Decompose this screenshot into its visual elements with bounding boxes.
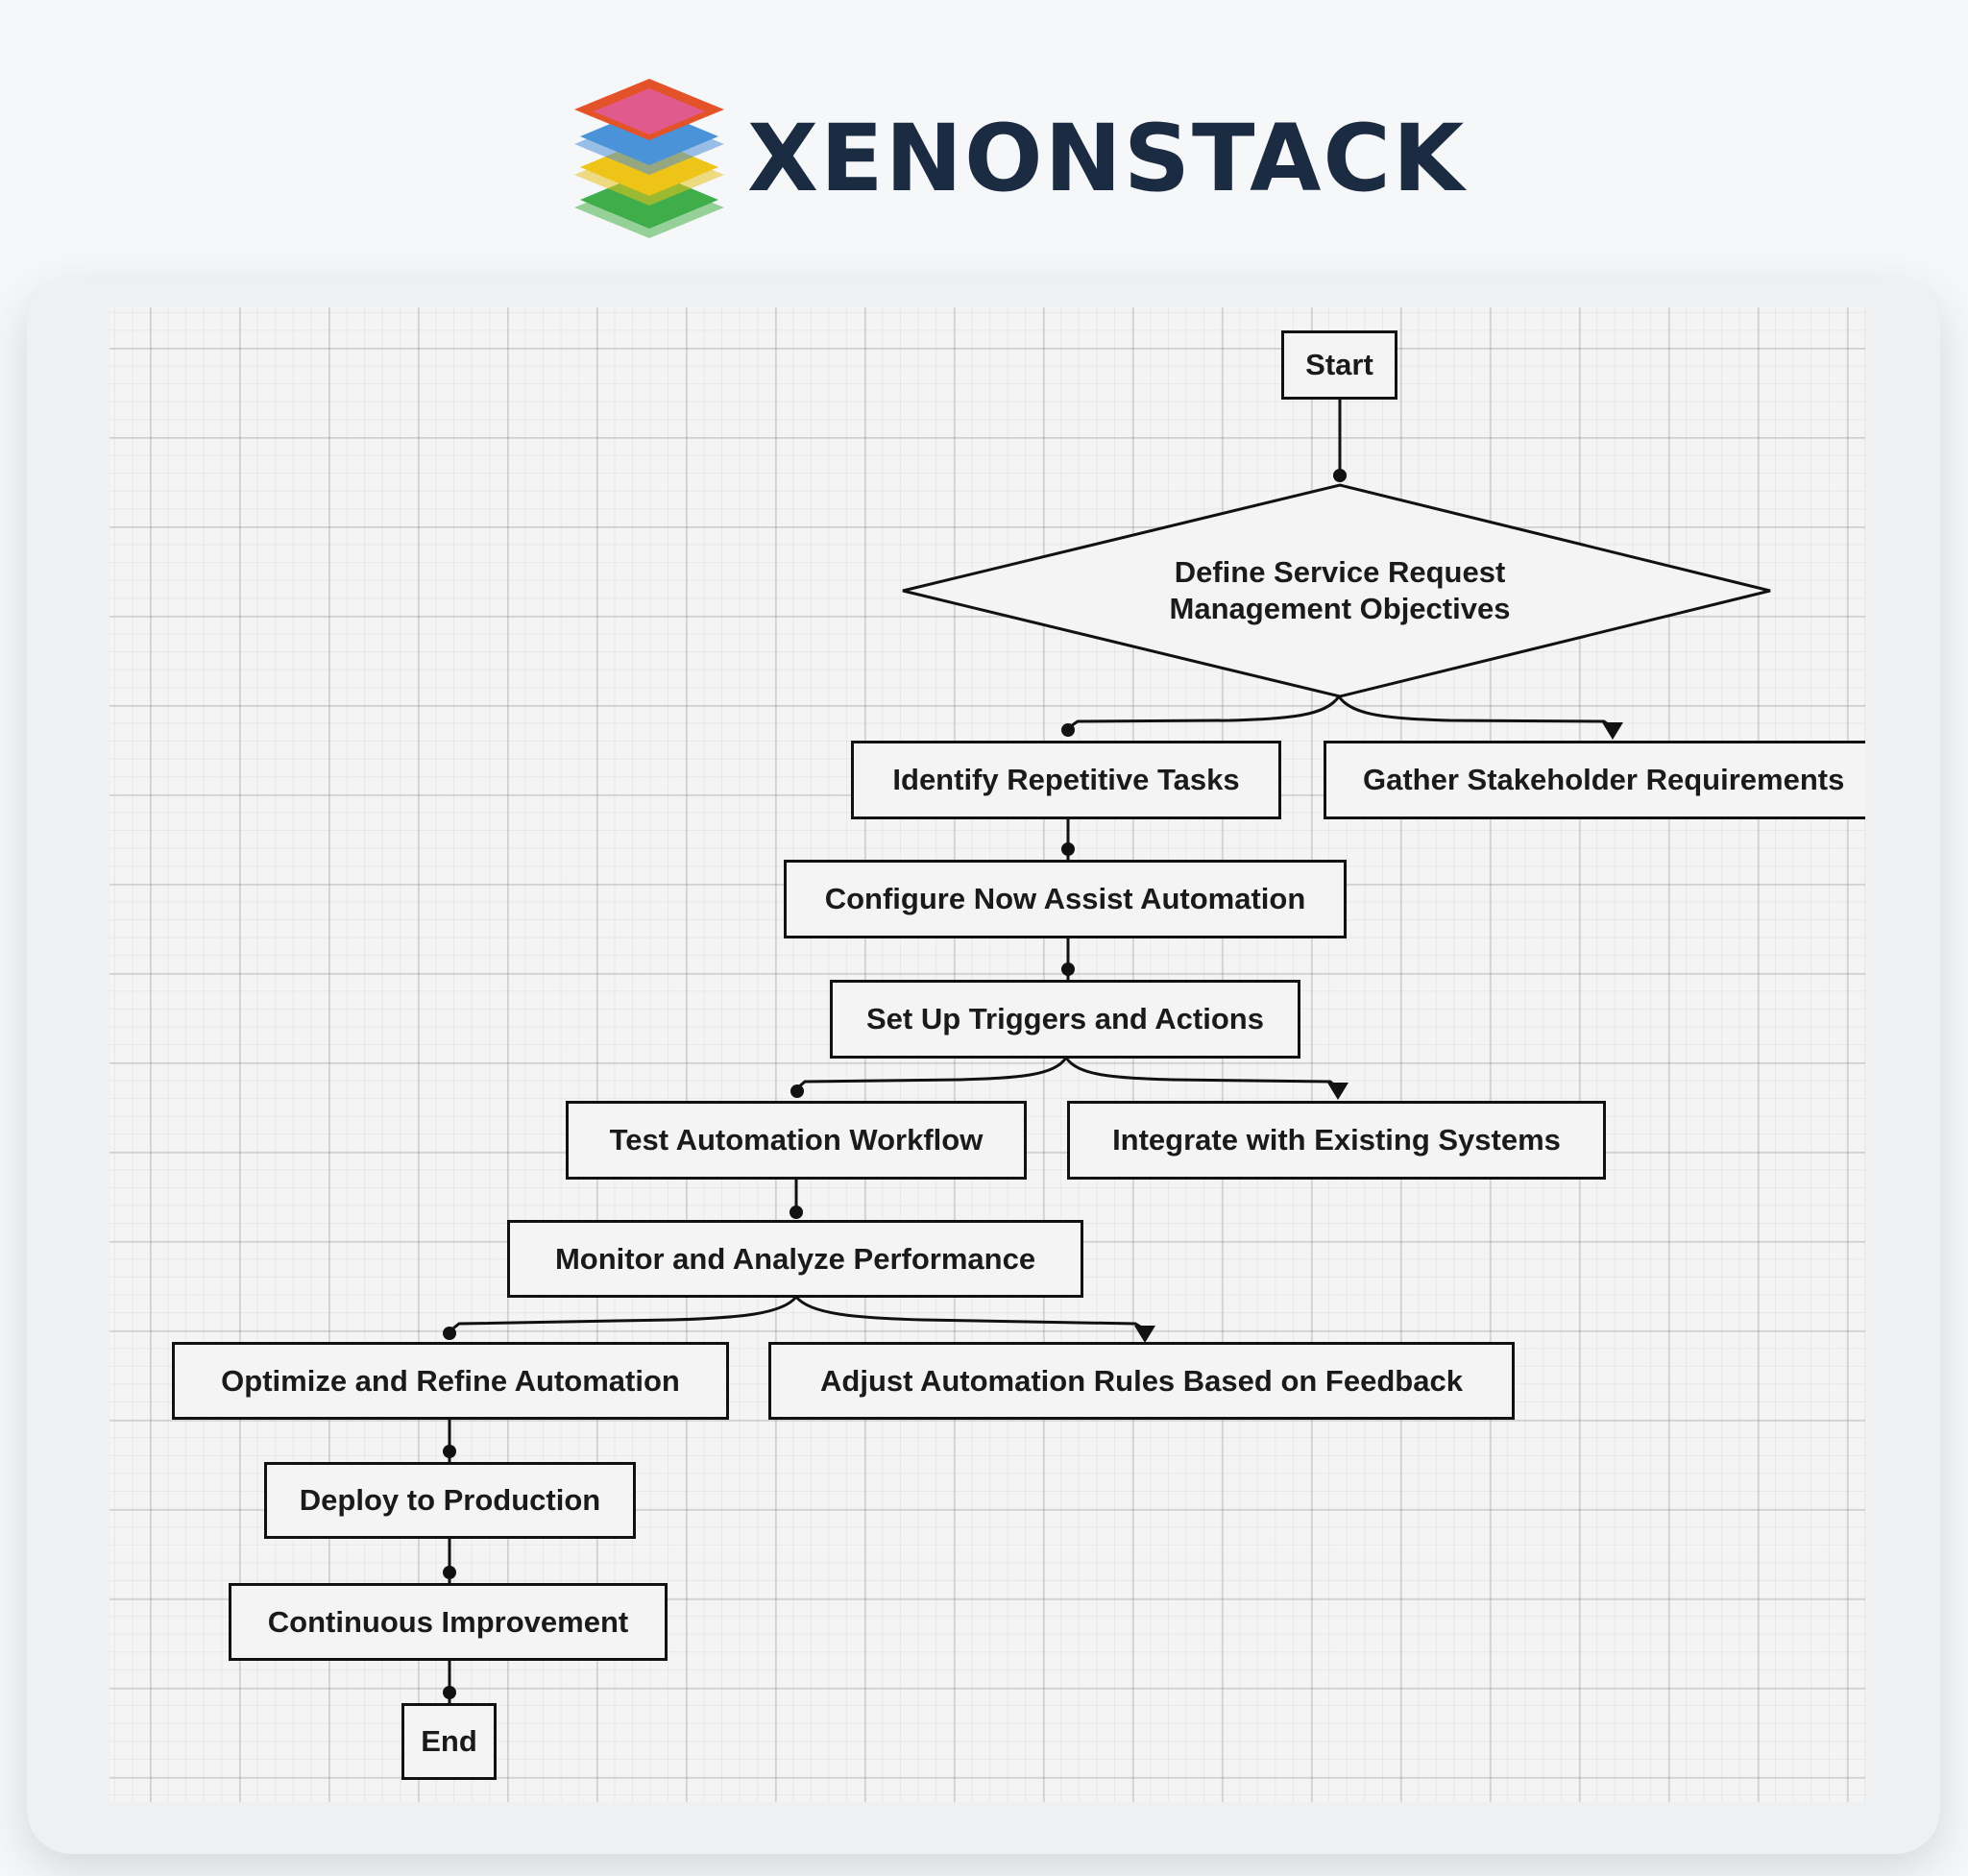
connector-monitor-adjust xyxy=(794,1295,1146,1331)
step-configure-now-assist: Configure Now Assist Automation xyxy=(784,860,1347,938)
step-optimize-refine-automation: Optimize and Refine Automation xyxy=(172,1342,729,1420)
step-continuous-improvement: Continuous Improvement xyxy=(229,1583,668,1661)
connector-triggers-test xyxy=(796,1057,1068,1090)
step-adjust-automation-rules: Adjust Automation Rules Based on Feedbac… xyxy=(768,1342,1515,1420)
connector-monitor-optimize xyxy=(449,1296,798,1333)
connector-dot xyxy=(443,1445,456,1458)
step-gather-stakeholder-requirements: Gather Stakeholder Requirements xyxy=(1324,741,1865,819)
arrowhead xyxy=(1134,1326,1155,1343)
decision-node-label: Define Service Request Management Object… xyxy=(1095,548,1585,634)
end-node: End xyxy=(401,1703,497,1780)
step-set-up-triggers: Set Up Triggers and Actions xyxy=(830,980,1300,1059)
connector-dot xyxy=(790,1206,803,1219)
connector-triggers-integrate xyxy=(1064,1057,1339,1090)
connector-dot xyxy=(1061,962,1075,976)
connector-dot xyxy=(443,1327,456,1340)
decision-label-line-2: Management Objectives xyxy=(1169,592,1511,625)
arrowhead xyxy=(1327,1083,1348,1100)
page-header: XENONSTACK xyxy=(0,0,1968,279)
step-monitor-analyze-performance: Monitor and Analyze Performance xyxy=(507,1220,1083,1298)
connector-dot xyxy=(1061,842,1075,856)
step-identify-repetitive-tasks: Identify Repetitive Tasks xyxy=(851,741,1281,819)
start-node: Start xyxy=(1281,330,1397,400)
connector-decision-identify xyxy=(1067,695,1341,730)
step-deploy-to-production: Deploy to Production xyxy=(264,1462,636,1539)
decision-diamond xyxy=(902,483,1771,698)
arrowhead xyxy=(1602,722,1623,740)
decision-label-line-1: Define Service Request xyxy=(1174,555,1506,589)
connector-dot xyxy=(443,1686,456,1699)
connector-dot xyxy=(790,1084,804,1098)
step-test-automation-workflow: Test Automation Workflow xyxy=(566,1101,1027,1180)
connector-dot xyxy=(443,1566,456,1579)
step-integrate-existing-systems: Integrate with Existing Systems xyxy=(1067,1101,1606,1180)
stacked-layers-icon xyxy=(574,79,724,238)
connector-decision-gather xyxy=(1337,695,1613,729)
brand-name: XENONSTACK xyxy=(747,105,1467,212)
connector-dot xyxy=(1061,723,1075,737)
connector-dot xyxy=(1333,469,1347,482)
